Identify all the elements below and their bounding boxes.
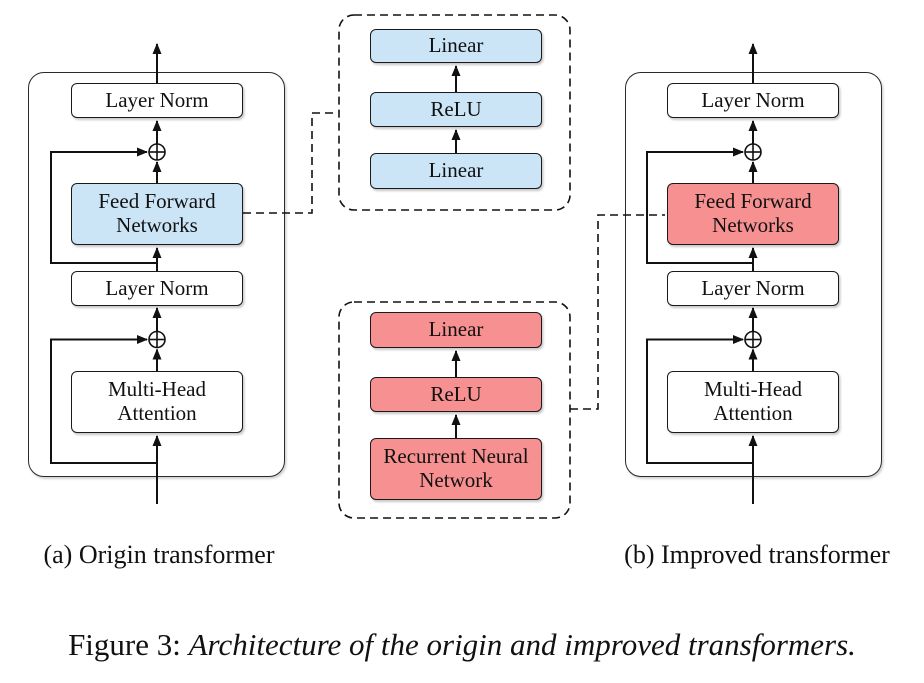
figure-caption-prefix: Figure 3: (68, 627, 189, 662)
figure-caption-text: Architecture of the origin and improved … (188, 627, 856, 662)
improved-ffn-relu: ReLU (370, 377, 542, 412)
improved-feed-forward-networks: Feed Forward Networks (667, 183, 839, 245)
improved-layer-norm-mid: Layer Norm (667, 271, 839, 306)
improved-multi-head-attention: Multi-Head Attention (667, 371, 839, 433)
origin-ffn-linear-bottom: Linear (370, 153, 542, 189)
panel-b-caption: (b) Improved transformer (624, 540, 890, 569)
improved-ffn-recurrent-neural-network: Recurrent Neural Network (370, 438, 542, 500)
origin-ffn-linear-top: Linear (370, 29, 542, 63)
origin-feed-forward-networks: Feed Forward Networks (71, 183, 243, 245)
origin-layer-norm-mid: Layer Norm (71, 271, 243, 306)
panel-a-caption: (a) Origin transformer (43, 540, 275, 569)
figure-caption: Figure 3: Architecture of the origin and… (0, 627, 924, 663)
improved-ffn-linear: Linear (370, 312, 542, 348)
improved-layer-norm-top: Layer Norm (667, 83, 839, 118)
origin-ffn-relu: ReLU (370, 92, 542, 127)
origin-multi-head-attention: Multi-Head Attention (71, 371, 243, 433)
origin-layer-norm-top: Layer Norm (71, 83, 243, 118)
